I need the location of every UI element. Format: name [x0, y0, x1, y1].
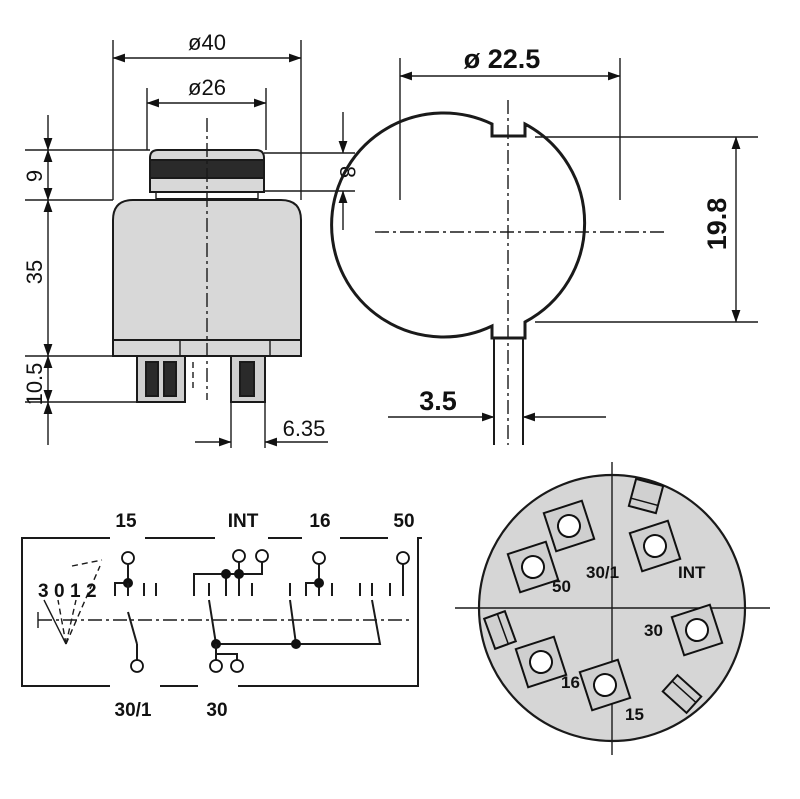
switching-schematic: 3 0 1 2	[21, 511, 422, 721]
terminal-blades	[136, 355, 266, 403]
terminal-30-1	[542, 499, 596, 553]
face-label-int: INT	[678, 563, 706, 582]
position-3: 3	[38, 581, 49, 602]
dim-width-3-5: 3.5	[419, 386, 457, 416]
position-selector-fan	[43, 559, 103, 645]
dim-height-35: 35	[22, 260, 47, 284]
contact-15	[114, 551, 157, 673]
position-0: 0	[54, 581, 65, 602]
dim-diameter-26: ø26	[188, 75, 226, 100]
contact-30-bus	[208, 599, 382, 673]
contact-50	[359, 551, 410, 596]
label-int: INT	[228, 511, 259, 532]
face-label-30: 30	[644, 621, 663, 640]
terminal-15	[578, 658, 632, 712]
dim-width-6-35: 6.35	[283, 416, 326, 441]
dim-height-19-8: 19.8	[702, 198, 732, 251]
face-label-30-1: 30/1	[586, 563, 619, 582]
locating-tabs	[482, 477, 703, 715]
terminal-50	[506, 540, 560, 594]
terminal-16	[514, 635, 568, 689]
mounting-hole-profile	[330, 111, 587, 340]
face-label-16: 16	[561, 673, 580, 692]
side-view: ø40 ø26 9 35 10.5 8 6.35	[22, 30, 360, 448]
contact-16	[289, 551, 333, 596]
dim-diameter-40: ø40	[188, 30, 226, 55]
terminal-30	[670, 603, 724, 657]
label-30: 30	[206, 700, 227, 721]
face-label-50: 50	[552, 577, 571, 596]
position-1: 1	[70, 581, 81, 602]
dim-height-9: 9	[22, 170, 47, 182]
label-16: 16	[309, 511, 330, 532]
terminal-face-view: 30/1 INT 50 30 16 15	[455, 462, 770, 755]
terminals	[506, 499, 724, 712]
top-view: ø 22.5 19.8 3.5	[330, 44, 758, 445]
dim-height-8: 8	[335, 166, 360, 178]
contact-int	[193, 549, 269, 596]
position-2: 2	[86, 581, 97, 602]
terminal-int	[628, 519, 682, 573]
dim-diameter-22-5: ø 22.5	[464, 44, 541, 74]
label-30-1: 30/1	[115, 700, 152, 721]
face-label-15: 15	[625, 705, 644, 724]
dim-height-10-5: 10.5	[22, 363, 47, 406]
label-50: 50	[393, 511, 414, 532]
label-15: 15	[115, 511, 137, 532]
